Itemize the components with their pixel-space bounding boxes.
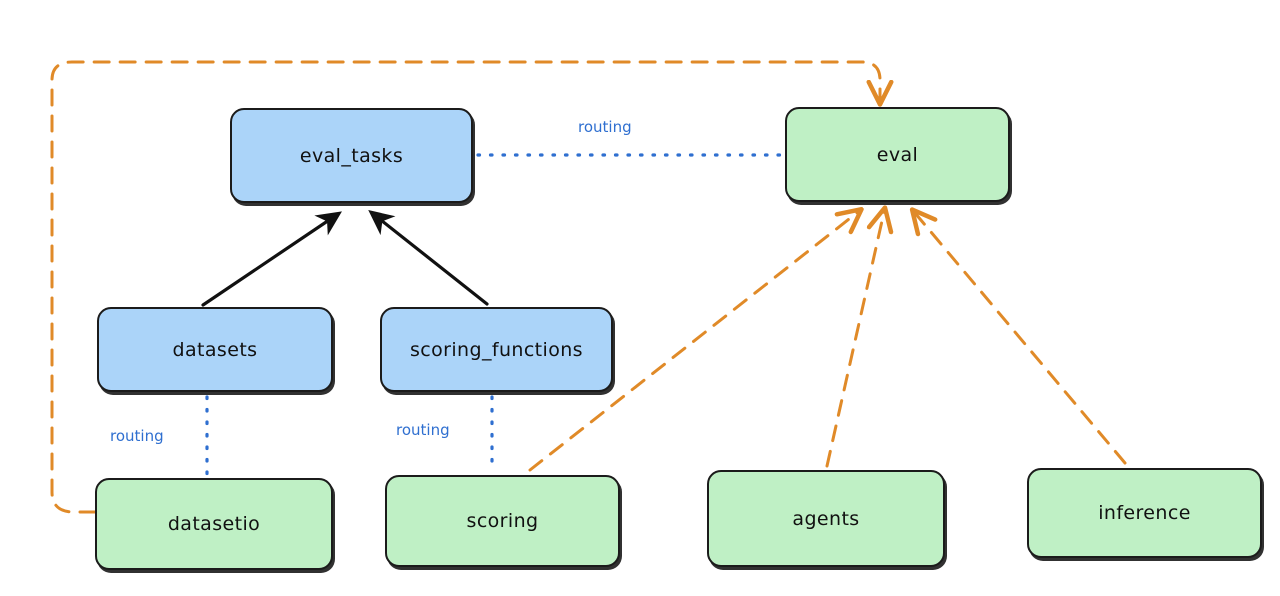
node-datasetio[interactable]: datasetio (95, 478, 333, 570)
node-eval-tasks[interactable]: eval_tasks (230, 108, 473, 203)
node-label-scoring: scoring (466, 510, 539, 532)
node-scoring[interactable]: scoring (385, 475, 620, 567)
edge-label-routing-datasets-datasetio: routing (110, 427, 164, 445)
node-label-scoring-functions: scoring_functions (410, 338, 583, 361)
edge-scoring-to-eval (528, 206, 864, 472)
edge-agents-to-eval (825, 205, 894, 468)
node-eval[interactable]: eval (785, 107, 1010, 202)
edge-datasets-to-eval-tasks (201, 211, 342, 307)
node-label-inference: inference (1098, 502, 1191, 524)
edge-scoring-functions-to-eval-tasks (368, 210, 489, 306)
node-label-datasets: datasets (172, 338, 258, 361)
node-scoring-functions[interactable]: scoring_functions (380, 307, 613, 392)
edge-label-routing-eval-tasks-eval: routing (578, 118, 632, 136)
edge-inference-to-eval (909, 207, 1127, 465)
node-datasets[interactable]: datasets (97, 307, 333, 392)
edge-datasetio-to-eval (50, 60, 894, 514)
node-agents[interactable]: agents (707, 470, 945, 567)
node-label-datasetio: datasetio (167, 513, 261, 535)
node-label-agents: agents (792, 507, 860, 530)
node-inference[interactable]: inference (1027, 468, 1262, 558)
node-label-eval-tasks: eval_tasks (299, 144, 404, 167)
node-label-eval: eval (876, 143, 919, 166)
edge-label-routing-scoring-functions-scoring: routing (396, 421, 450, 439)
